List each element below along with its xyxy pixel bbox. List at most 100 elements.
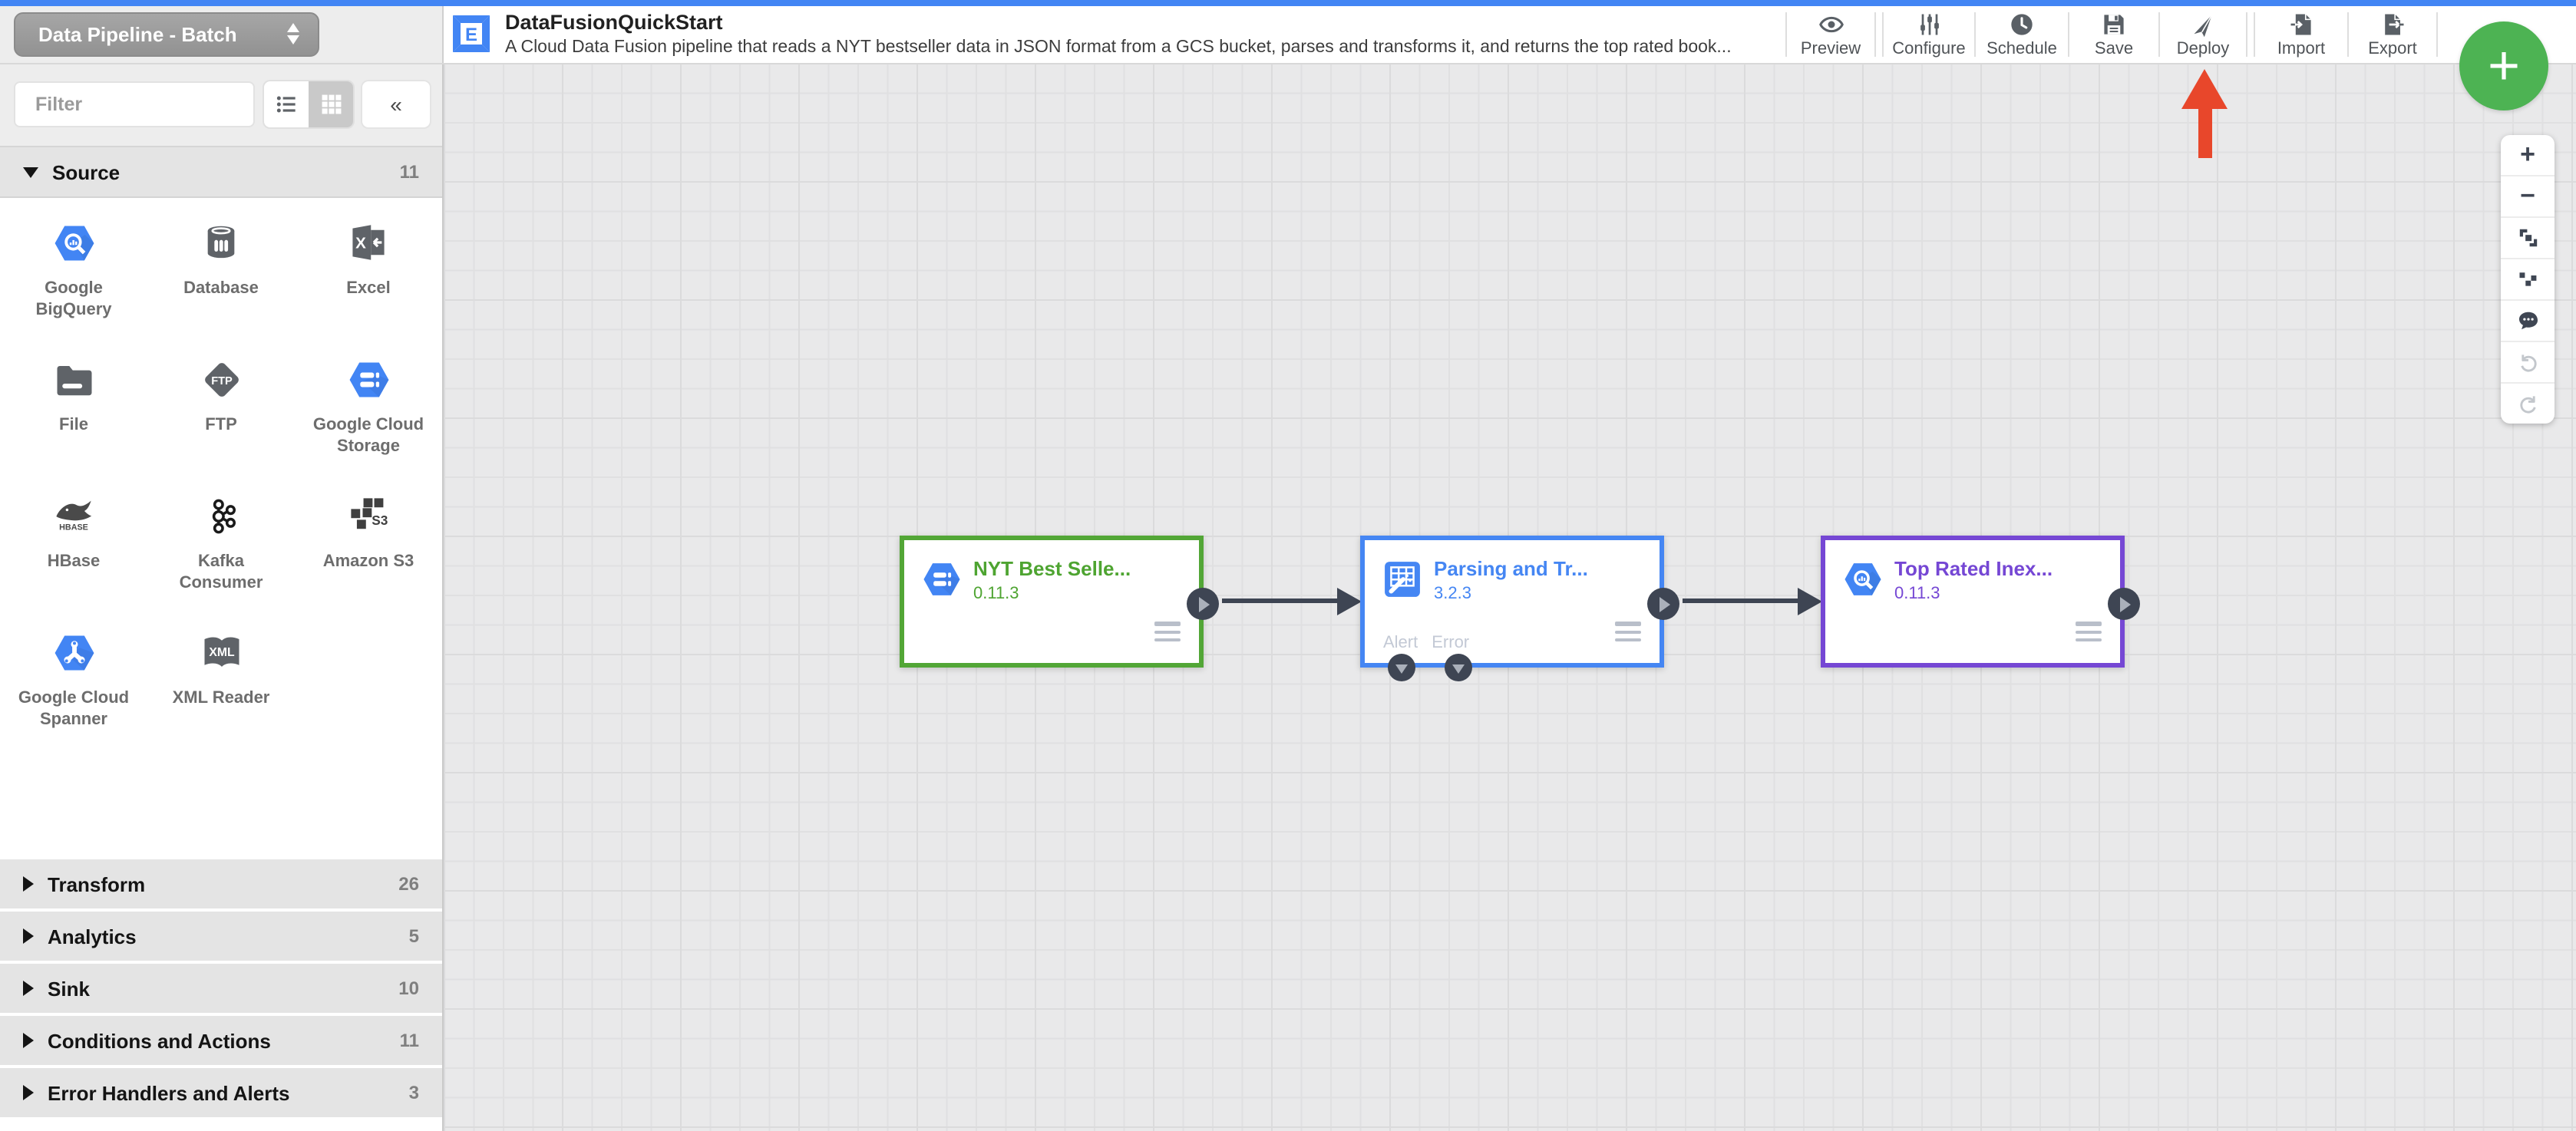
canvas-zoom-toolbar: + − — [2501, 135, 2555, 424]
deploy-button[interactable]: Deploy — [2160, 6, 2246, 63]
section-count: 10 — [398, 978, 419, 999]
caret-right-icon — [23, 1085, 34, 1100]
pipeline-description: A Cloud Data Fusion pipeline that reads … — [505, 38, 1732, 57]
grid-view-button[interactable] — [309, 81, 353, 127]
connection-arrowhead — [1337, 587, 1362, 615]
svg-text:FTP: FTP — [210, 374, 232, 387]
node-menu-icon[interactable] — [2076, 622, 2102, 646]
output-port[interactable] — [2108, 588, 2140, 620]
plugin-google-cloud-storage[interactable]: Google Cloud Storage — [295, 356, 442, 493]
node-version: 0.11.3 — [973, 585, 1019, 603]
section-count: 11 — [399, 1030, 419, 1051]
plugin-xml-reader[interactable]: XML XML Reader — [147, 629, 295, 766]
schedule-button[interactable]: Schedule — [1976, 6, 2068, 63]
plugin-google-bigquery[interactable]: Google BigQuery — [0, 219, 147, 356]
svg-text:HBASE: HBASE — [59, 523, 88, 532]
align-nodes-icon — [2519, 272, 2537, 285]
node-parsing-and-transform[interactable]: Parsing and Tr... 3.2.3 Alert Error — [1360, 536, 1679, 681]
section-analytics[interactable]: Analytics 5 — [0, 912, 442, 961]
caret-right-icon — [23, 928, 34, 944]
svg-text:X: X — [355, 235, 366, 252]
wrangler-icon — [1383, 560, 1422, 598]
plugin-hbase[interactable]: HBASE HBase — [0, 493, 147, 629]
s3-icon: S3 — [347, 493, 390, 539]
pipeline-type-select[interactable]: Data Pipeline - Batch — [14, 12, 319, 57]
data-fusion-logo-icon: E — [451, 14, 491, 54]
configure-button[interactable]: Configure — [1884, 6, 1974, 63]
list-view-button[interactable] — [264, 81, 309, 127]
add-button[interactable]: + — [2459, 21, 2548, 110]
view-toggle — [264, 81, 353, 127]
comment-button[interactable] — [2501, 301, 2555, 342]
section-source[interactable]: Source 11 — [0, 147, 442, 198]
top-accent-bar — [0, 0, 2576, 6]
section-count: 11 — [399, 161, 419, 183]
hbase-icon: HBASE — [52, 493, 95, 539]
sidebar-collapse-button[interactable]: « — [362, 81, 430, 127]
redo-button[interactable] — [2501, 384, 2555, 424]
node-version: 3.2.3 — [1434, 585, 1471, 603]
connection-line — [1222, 598, 1340, 603]
send-icon — [2189, 11, 2217, 38]
kafka-icon — [202, 493, 240, 539]
undo-button[interactable] — [2501, 342, 2555, 384]
alert-port-label: Alert — [1383, 634, 1418, 652]
plugin-file[interactable]: File — [0, 356, 147, 493]
node-menu-icon[interactable] — [1154, 622, 1181, 646]
export-button[interactable]: Export — [2349, 6, 2436, 63]
grid-icon — [321, 94, 341, 114]
section-error-handlers-and-alerts[interactable]: Error Handlers and Alerts 3 — [0, 1068, 442, 1117]
select-arrows-icon — [287, 23, 299, 45]
connection-line — [1683, 598, 1801, 603]
align-nodes-button[interactable] — [2501, 259, 2555, 301]
error-port-label: Error — [1432, 634, 1470, 652]
alert-port[interactable] — [1388, 654, 1415, 681]
plugin-excel[interactable]: X Excel — [295, 219, 442, 356]
plugin-amazon-s3[interactable]: S3 Amazon S3 — [295, 493, 442, 629]
connection-arrowhead — [1798, 587, 1822, 615]
clock-icon — [2008, 11, 2036, 38]
section-count: 26 — [398, 873, 419, 895]
error-port[interactable] — [1445, 654, 1472, 681]
folder-icon — [53, 356, 94, 402]
chevrons-left-icon: « — [390, 92, 402, 117]
floppy-icon — [2100, 11, 2128, 38]
zoom-out-button[interactable]: − — [2501, 176, 2555, 218]
node-title: Parsing and Tr... — [1434, 557, 1588, 580]
gcs-icon — [923, 560, 961, 598]
caret-down-icon — [23, 167, 38, 177]
node-title: Top Rated Inex... — [1894, 557, 2053, 580]
plugin-ftp[interactable]: FTP FTP — [147, 356, 295, 493]
excel-icon: X — [348, 219, 388, 265]
plugin-database[interactable]: Database — [147, 219, 295, 356]
pipeline-type-area: Data Pipeline - Batch — [0, 6, 444, 63]
preview-button[interactable]: Preview — [1787, 6, 1874, 63]
node-menu-icon[interactable] — [1615, 622, 1641, 646]
section-sink[interactable]: Sink 10 — [0, 964, 442, 1013]
pipeline-canvas[interactable]: NYT Best Selle... 0.11.3 Parsing and Tr.… — [444, 63, 2576, 1131]
output-port[interactable] — [1187, 588, 1219, 620]
node-top-rated-inexpensive[interactable]: Top Rated Inex... 0.11.3 — [1821, 536, 2140, 668]
section-transform[interactable]: Transform 26 — [0, 859, 442, 908]
caret-right-icon — [23, 1033, 34, 1048]
undo-icon — [2520, 354, 2536, 372]
node-version: 0.11.3 — [1894, 585, 1940, 603]
eye-icon — [1817, 11, 1844, 38]
bigquery-icon — [53, 219, 94, 265]
filter-input[interactable] — [14, 81, 255, 127]
output-port[interactable] — [1647, 588, 1679, 620]
action-toolbar: Preview Configure Schedule — [1785, 6, 2438, 63]
caret-right-icon — [23, 876, 34, 892]
save-button[interactable]: Save — [2069, 6, 2158, 63]
fit-to-screen-button[interactable] — [2501, 218, 2555, 259]
zoom-in-button[interactable]: + — [2501, 135, 2555, 176]
comment-icon — [2518, 312, 2537, 330]
import-button[interactable]: Import — [2255, 6, 2347, 63]
node-nyt-best-sellers[interactable]: NYT Best Selle... 0.11.3 — [900, 536, 1219, 668]
plugin-kafka-consumer[interactable]: Kafka Consumer — [147, 493, 295, 629]
pipeline-title: DataFusionQuickStart — [505, 11, 723, 34]
plugin-google-cloud-spanner[interactable]: Google Cloud Spanner — [0, 629, 147, 766]
redo-icon — [2519, 396, 2535, 414]
section-conditions-and-actions[interactable]: Conditions and Actions 11 — [0, 1016, 442, 1065]
